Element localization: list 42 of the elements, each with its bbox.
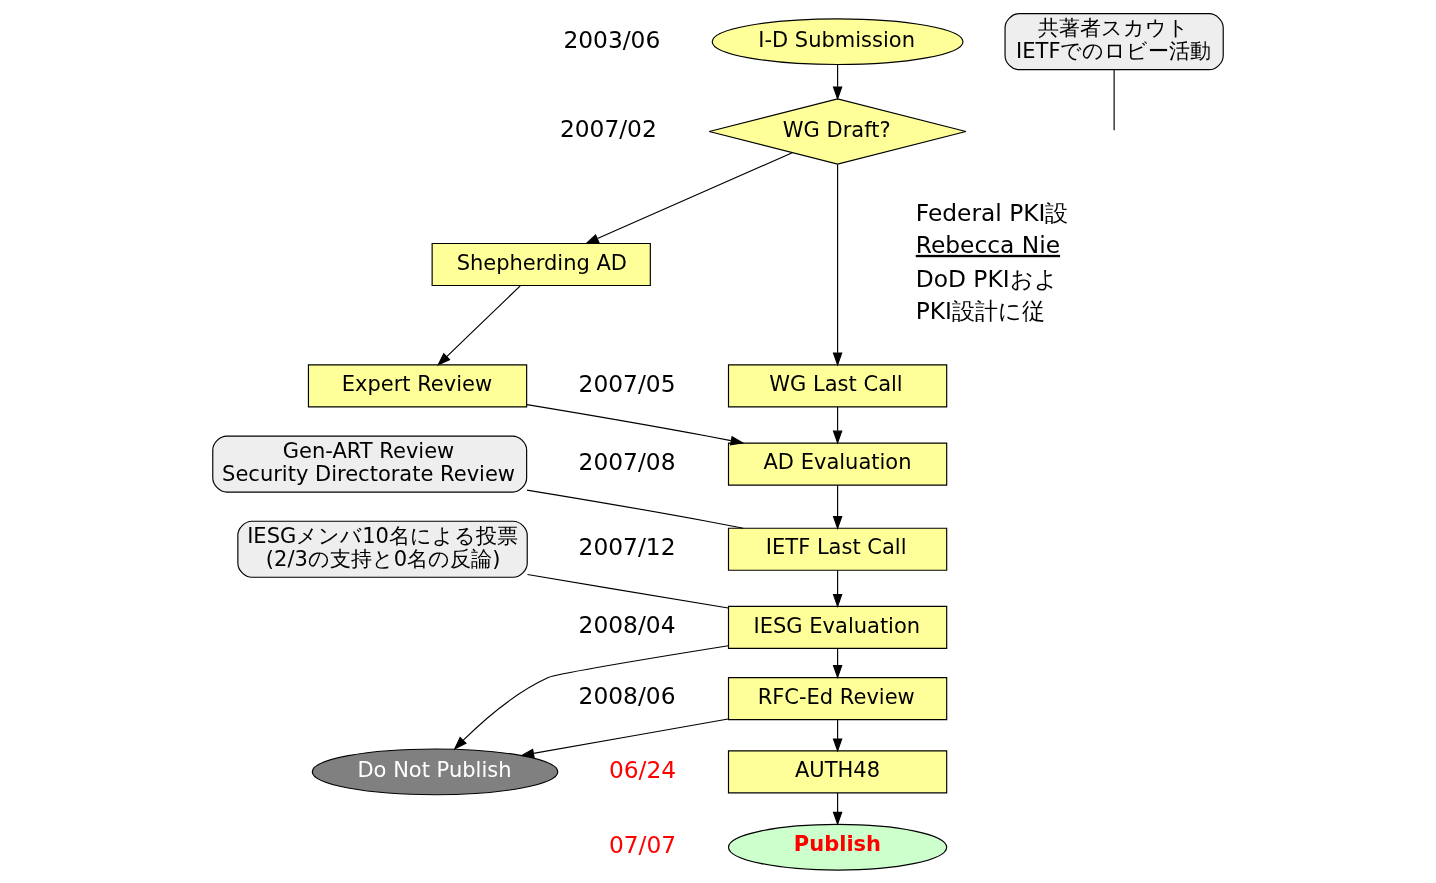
arrow: [584, 151, 793, 244]
node-box: AD Evaluation: [727, 441, 948, 486]
arrow: [832, 484, 843, 530]
arrow: [526, 403, 745, 445]
arrow: [832, 569, 843, 608]
label: Rebecca Nie: [915, 230, 1061, 259]
node-label: 07/07: [608, 830, 677, 859]
arrow: [832, 405, 843, 445]
node-label: 2008/06: [578, 681, 676, 710]
node-label: 2007/02: [559, 114, 657, 143]
label: PKI設計に従: [915, 296, 1046, 325]
node-box: WG Last Call: [727, 363, 948, 407]
node-label: 2008/04: [578, 610, 676, 639]
node-label: 2007/05: [578, 369, 676, 398]
arrow: [453, 644, 729, 750]
arrow: [832, 63, 843, 100]
node-box: Shepherding AD: [431, 242, 651, 286]
connector: [526, 573, 729, 609]
node-box: IESG Evaluation: [727, 605, 948, 649]
arrow: [520, 717, 729, 758]
node-box: IETF Last Call: [727, 527, 948, 571]
connector: [1113, 68, 1115, 131]
arrow: [832, 718, 843, 753]
arrow: [832, 791, 843, 826]
node-label: 06/24: [608, 755, 677, 784]
node-box: IESGメンバ10名による投票 (2/3の支持と0名の反論): [237, 520, 528, 578]
arrow: [436, 284, 521, 366]
node-label: 2007/08: [578, 447, 676, 476]
node-box: Gen-ART Review Security Directorate Review: [212, 434, 528, 493]
connector: [526, 488, 744, 529]
node-box: 共著者スカウト IETFでのロビー活動: [1004, 12, 1224, 70]
node-box: RFC-Ed Review: [727, 676, 948, 720]
node-ellipse: Publish: [727, 823, 948, 871]
label: DoD PKIおよ: [915, 264, 1058, 293]
node-label: 2007/12: [578, 532, 676, 561]
arrow: [832, 163, 843, 366]
node-label: 2003/06: [563, 25, 661, 53]
node-diamond: WG Draft?: [708, 97, 967, 165]
node-ellipse: I-D Submission: [711, 17, 964, 65]
node-box: AUTH48: [727, 749, 948, 793]
label: Federal PKI設: [915, 198, 1069, 227]
node-box: Expert Review: [307, 363, 528, 407]
